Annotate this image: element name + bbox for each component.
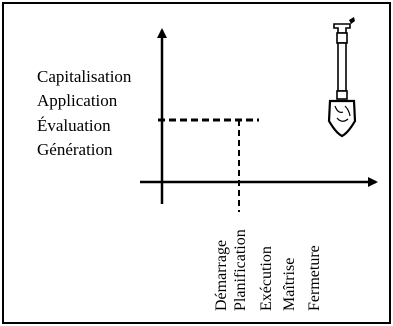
shovel-icon: [327, 17, 357, 138]
x-label-planification: Planification: [232, 229, 249, 311]
y-label-generation: Génération: [37, 140, 113, 159]
diagram-frame: [2, 2, 391, 324]
x-label-fermeture: Fermeture: [306, 245, 323, 311]
y-label-application: Application: [37, 91, 118, 110]
x-label-execution: Exécution: [258, 246, 275, 311]
y-label-capitalisation: Capitalisation: [37, 67, 132, 86]
x-label-maitrise: Maîtrise: [281, 258, 298, 311]
x-label-demarrage: Démarrage: [213, 240, 230, 311]
y-label-evaluation: Évaluation: [37, 116, 111, 135]
